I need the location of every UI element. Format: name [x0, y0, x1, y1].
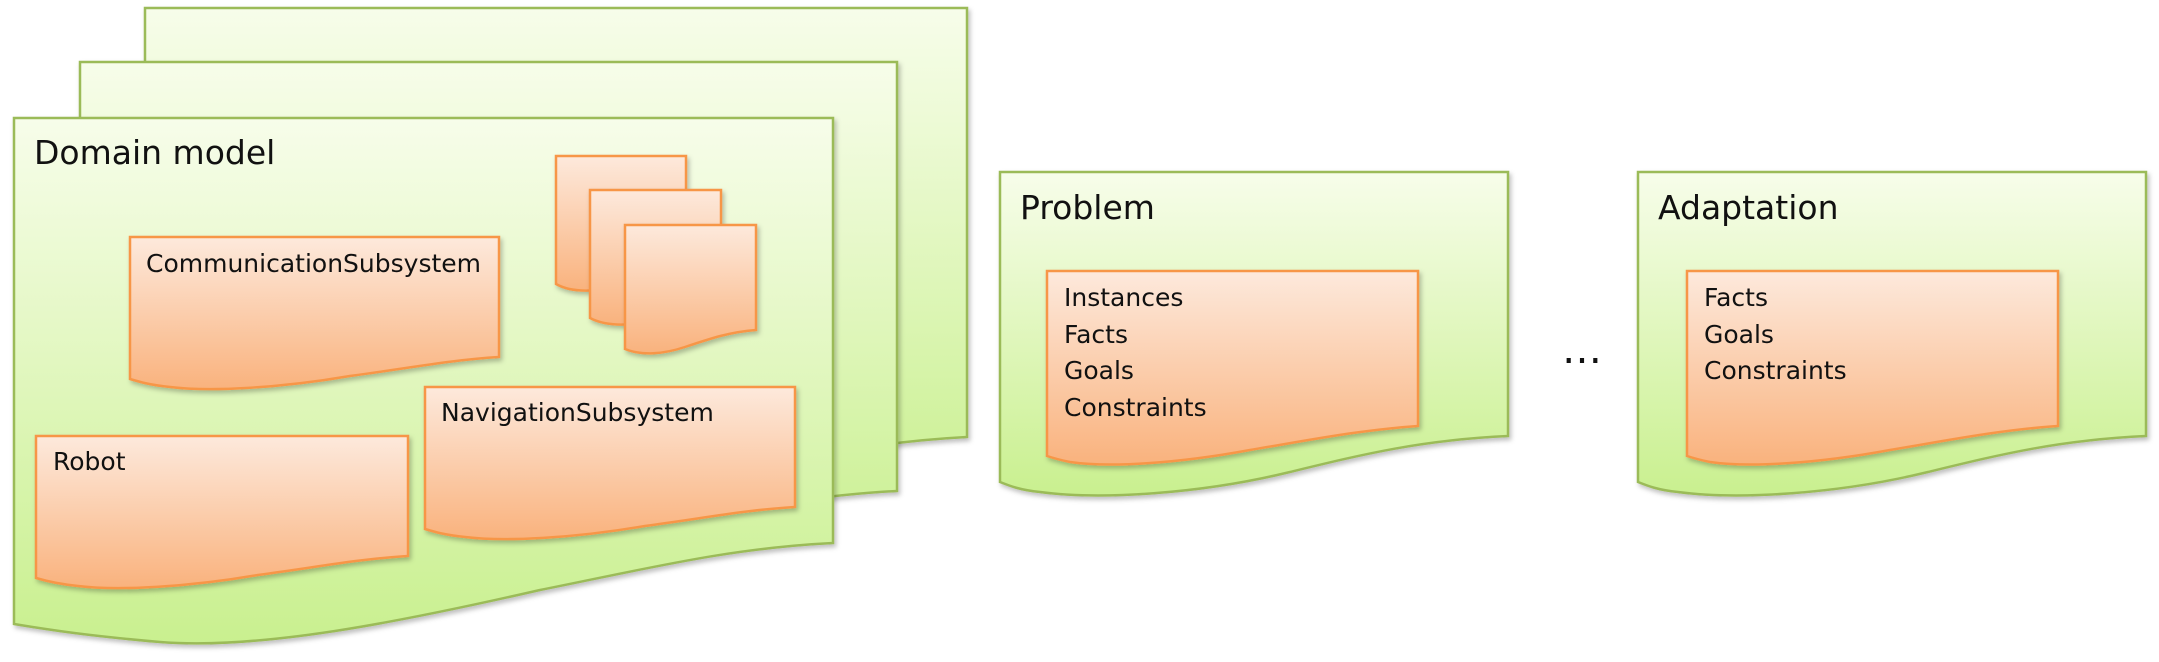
adaptation-item: Facts — [1704, 283, 1768, 312]
small-doc-stack — [554, 154, 758, 355]
problem-item: Instances — [1064, 283, 1183, 312]
adaptation-doc — [1685, 269, 2060, 466]
problem-title: Problem — [1020, 188, 1155, 227]
adaptation-item: Goals — [1704, 320, 1774, 349]
domain-model-stack: Domain model CommunicationSubsystem Navi… — [12, 6, 969, 645]
navigation-subsystem-label: NavigationSubsystem — [441, 398, 714, 427]
communication-subsystem-label: CommunicationSubsystem — [146, 249, 481, 278]
adaptation-item: Constraints — [1704, 356, 1847, 385]
problem-doc — [1045, 269, 1420, 466]
problem-panel: Problem Instances Facts Goals Constraint… — [998, 170, 1510, 497]
problem-item: Constraints — [1064, 393, 1207, 422]
navigation-subsystem-doc — [423, 385, 797, 541]
ellipsis: … — [1562, 327, 1602, 373]
domain-model-title: Domain model — [34, 133, 275, 172]
communication-subsystem-doc — [128, 235, 501, 391]
adaptation-title: Adaptation — [1658, 188, 1839, 227]
small-doc-front — [623, 223, 758, 355]
robot-doc — [34, 434, 410, 590]
problem-item: Facts — [1064, 320, 1128, 349]
problem-item-list: Instances Facts Goals Constraints — [1064, 283, 1207, 422]
adaptation-item-list: Facts Goals Constraints — [1704, 283, 1847, 385]
problem-item: Goals — [1064, 356, 1134, 385]
adaptation-panel: Adaptation Facts Goals Constraints — [1636, 170, 2148, 497]
robot-label: Robot — [53, 447, 126, 476]
